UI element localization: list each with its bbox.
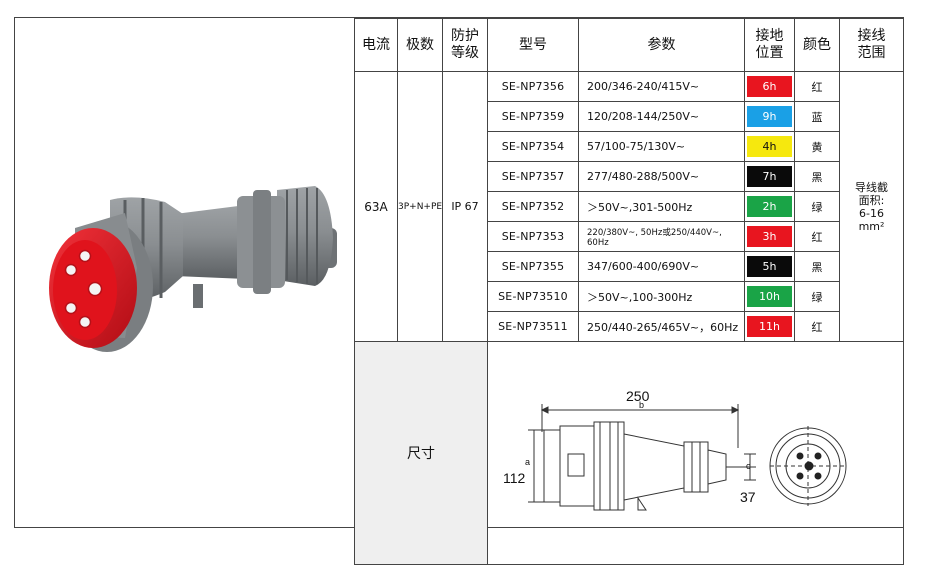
protection-cell: IP 67 bbox=[442, 71, 488, 342]
earth-position-cell: 7h bbox=[744, 161, 795, 192]
earth-badge: 4h bbox=[747, 136, 792, 157]
poles-cell: 3P+N+PE bbox=[397, 71, 443, 342]
earth-position-cell: 11h bbox=[744, 311, 795, 342]
color-cell: 黄 bbox=[794, 131, 840, 162]
header-earth: 接地 位置 bbox=[744, 18, 795, 72]
model-cell: SE-NP7353 bbox=[487, 221, 579, 252]
earth-badge: 9h bbox=[747, 106, 792, 127]
dim-a-label: a bbox=[525, 457, 531, 467]
wiring-cell: 导线截 面积: 6-16 mm² bbox=[839, 71, 904, 342]
product-photo-cell bbox=[15, 18, 355, 527]
model-cell: SE-NP73510 bbox=[487, 281, 579, 312]
earth-position-cell: 6h bbox=[744, 71, 795, 102]
earth-position-cell: 5h bbox=[744, 251, 795, 282]
dim-c-label: c bbox=[746, 461, 751, 471]
color-cell: 红 bbox=[794, 221, 840, 252]
earth-position-cell: 4h bbox=[744, 131, 795, 162]
color-cell: 红 bbox=[794, 71, 840, 102]
header-params: 参数 bbox=[578, 18, 745, 72]
earth-position-cell: 10h bbox=[744, 281, 795, 312]
color-cell: 绿 bbox=[794, 281, 840, 312]
param-cell: 347/600-400/690V~ bbox=[578, 251, 745, 282]
dim-height-label: 112 bbox=[503, 470, 526, 486]
model-cell: SE-NP7352 bbox=[487, 191, 579, 222]
size-label: 尺寸 bbox=[354, 341, 488, 565]
param-cell: 250/440-265/465V~，60Hz bbox=[578, 311, 745, 342]
header-model: 型号 bbox=[487, 18, 579, 72]
header-current: 电流 bbox=[354, 18, 398, 72]
color-cell: 绿 bbox=[794, 191, 840, 222]
param-cell: 57/100-75/130V~ bbox=[578, 131, 745, 162]
earth-badge: 6h bbox=[747, 76, 792, 97]
param-cell: ＞50V~,301-500Hz bbox=[578, 191, 745, 222]
dimension-drawing bbox=[528, 404, 847, 511]
earth-position-cell: 3h bbox=[744, 221, 795, 252]
param-cell: ＞50V~,100-300Hz bbox=[578, 281, 745, 312]
param-cell: 120/208-144/250V~ bbox=[578, 101, 745, 132]
dimension-drawing-cell: 250 b 112 a 37 c bbox=[487, 341, 904, 565]
header-color: 颜色 bbox=[794, 18, 840, 72]
earth-badge: 7h bbox=[747, 166, 792, 187]
header-poles: 极数 bbox=[397, 18, 443, 72]
dim-cable-label: 37 bbox=[740, 489, 756, 505]
color-cell: 红 bbox=[794, 311, 840, 342]
earth-badge: 11h bbox=[747, 316, 792, 337]
current-cell: 63A bbox=[354, 71, 398, 342]
header-wiring: 接线 范围 bbox=[839, 18, 904, 72]
earth-badge: 3h bbox=[747, 226, 792, 247]
model-cell: SE-NP7354 bbox=[487, 131, 579, 162]
model-cell: SE-NP7357 bbox=[487, 161, 579, 192]
color-cell: 蓝 bbox=[794, 101, 840, 132]
model-cell: SE-NP7355 bbox=[487, 251, 579, 282]
earth-position-cell: 2h bbox=[744, 191, 795, 222]
header-protection: 防护 等级 bbox=[442, 18, 488, 72]
param-cell: 277/480-288/500V~ bbox=[578, 161, 745, 192]
earth-position-cell: 9h bbox=[744, 101, 795, 132]
color-cell: 黑 bbox=[794, 251, 840, 282]
color-cell: 黑 bbox=[794, 161, 840, 192]
dim-b-label: b bbox=[639, 400, 645, 410]
earth-badge: 2h bbox=[747, 196, 792, 217]
dim-length-label: 250 bbox=[626, 388, 650, 404]
industrial-plug-image bbox=[49, 186, 337, 352]
earth-badge: 5h bbox=[747, 256, 792, 277]
earth-badge: 10h bbox=[747, 286, 792, 307]
model-cell: SE-NP7359 bbox=[487, 101, 579, 132]
param-cell: 200/346-240/415V~ bbox=[578, 71, 745, 102]
model-cell: SE-NP7356 bbox=[487, 71, 579, 102]
param-cell: 220/380V~, 50Hz或250/440V~, 60Hz bbox=[578, 221, 745, 252]
model-cell: SE-NP73511 bbox=[487, 311, 579, 342]
